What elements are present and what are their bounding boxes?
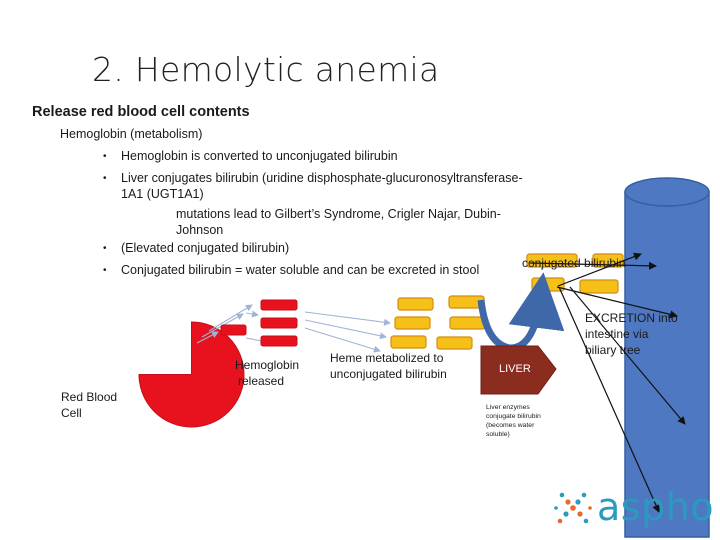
red-blood-cell-label-line2: Cell (61, 406, 82, 420)
hemoglobin-released-line2: released (238, 374, 285, 388)
excretion-label-line3: biliary tree (585, 343, 641, 357)
slide-subtitle: Release red blood cell contents (32, 104, 250, 120)
bullet-conjugated-water-soluble: Conjugated bilirubin = water soluble and… (103, 263, 479, 278)
liver-label: LIVER (499, 363, 531, 375)
aspho-logo-text: aspho (597, 485, 715, 529)
red-blood-cell-label-line1: Red Blood (61, 390, 118, 404)
heme-metabolized-line1: Heme metabolized to (330, 351, 444, 365)
bullet-liver-conjugates-line1: Liver conjugates bilirubin (uridine disp… (103, 171, 523, 186)
aspho-logo-icon (554, 492, 592, 524)
aspho-logo: aspho (597, 487, 714, 527)
excretion-label-line2: intestine via (585, 327, 649, 341)
liver-enzymes-note-line2: conjugate bilirubin (486, 413, 541, 420)
heme-metabolized-line2: unconjugated bilirubin (330, 367, 447, 381)
excretion-arrows (529, 252, 686, 513)
conjugated-bilirubin-label: conjugated bilirubin (522, 256, 626, 270)
hemoglobin-fragments (220, 299, 298, 347)
mutations-line1: mutations lead to Gilbert’s Syndrome, Cr… (176, 207, 501, 221)
liver-transport-arrow (477, 272, 565, 352)
slide-title: 2. Hemolytic anemia (92, 50, 440, 89)
bullet-elevated-conjugated: (Elevated conjugated bilirubin) (103, 241, 289, 256)
intestine-cylinder (624, 177, 710, 538)
liver-enzymes-note-line1: Liver enzymes (486, 404, 530, 411)
liver-enzymes-note-line4: soluble) (486, 431, 510, 438)
red-blood-cell-shape (138, 321, 245, 428)
liver-shape (480, 345, 557, 395)
bullet-hemoglobin-converted: Hemoglobin is converted to unconjugated … (103, 149, 398, 164)
unconjugated-bilirubin-blocks (390, 295, 486, 350)
liver-enzymes-note-line3: (becomes water (486, 422, 535, 429)
hemoglobin-metabolism-heading: Hemoglobin (metabolism) (60, 127, 203, 141)
hemoglobin-released-line1: Hemoglobin (235, 358, 300, 372)
excretion-label-line1: EXCRETION into (585, 311, 678, 325)
bullet-liver-conjugates-line2: 1A1 (UGT1A1) (121, 187, 204, 201)
mutations-line2: Johnson (176, 223, 224, 237)
